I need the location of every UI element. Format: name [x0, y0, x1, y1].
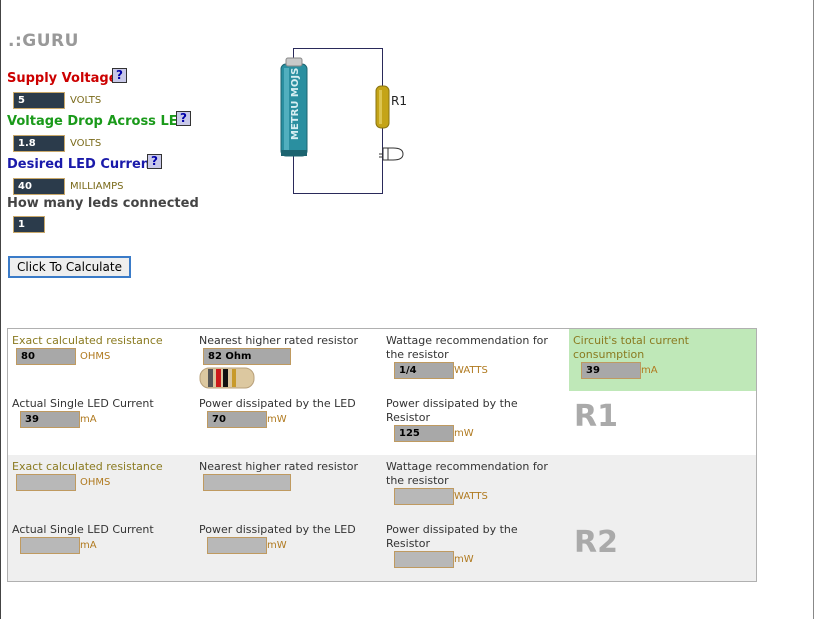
led-current-help-icon[interactable]: ?	[147, 154, 162, 169]
led-current-unit: MILLIAMPS	[70, 181, 124, 192]
calculate-button[interactable]: Click To Calculate	[8, 256, 131, 278]
r1-led-current-unit: mA	[80, 414, 97, 425]
led-count-label: How many leds connected	[7, 196, 199, 211]
r1-wattage-label-line2: the resistor	[386, 348, 449, 361]
r2-led-power-label: Power dissipated by the LED	[199, 523, 356, 536]
app-logo: .:GURU	[8, 31, 79, 51]
r2-wattage-field[interactable]	[394, 488, 454, 505]
r1-resistor-power-unit: mW	[454, 428, 474, 439]
total-current-unit: mA	[641, 365, 658, 376]
total-current-label-line2: consumption	[573, 348, 645, 361]
r1-led-power-unit: mW	[267, 414, 287, 425]
r1-wattage-unit: WATTS	[454, 365, 488, 376]
r1-wattage-field[interactable]: 1/4	[394, 362, 454, 379]
r2-led-current-label: Actual Single LED Current	[12, 523, 154, 536]
r2-led-power-unit: mW	[267, 540, 287, 551]
r2-led-current-unit: mA	[80, 540, 97, 551]
r1-led-current-field[interactable]: 39	[20, 411, 80, 428]
led-icon	[379, 147, 404, 161]
r2-resistor-power-label-line1: Power dissipated by the	[386, 523, 518, 536]
battery-brand-text: METRU MOJS	[290, 68, 301, 140]
r2-nearest-resistor-field[interactable]	[203, 474, 291, 491]
r2-wattage-label-line1: Wattage recommendation for	[386, 460, 548, 473]
circuit-resistor-label: R1	[391, 94, 407, 108]
r2-section	[8, 455, 756, 581]
r2-resistor-power-label-line2: Resistor	[386, 537, 430, 550]
circuit-diagram: METRU MOJS R1	[280, 48, 407, 194]
resistor-color-code-icon	[199, 367, 255, 389]
total-current-field[interactable]: 39	[581, 362, 641, 379]
supply-voltage-label: Supply Voltage	[7, 71, 118, 86]
led-current-label: Desired LED Current	[7, 157, 157, 172]
supply-voltage-help-icon[interactable]: ?	[112, 68, 127, 83]
total-current-label-line1: Circuit's total current	[573, 334, 689, 347]
r2-nearest-resistor-label: Nearest higher rated resistor	[199, 460, 359, 473]
r1-resistor-power-field[interactable]: 125	[394, 425, 454, 442]
r2-resistor-power-field[interactable]	[394, 551, 454, 568]
voltage-drop-label: Voltage Drop Across LED	[7, 114, 189, 129]
r1-nearest-resistor-label: Nearest higher rated resistor	[199, 334, 359, 347]
r1-exact-resistance-field[interactable]: 80	[16, 348, 76, 365]
r2-led-current-field[interactable]	[20, 537, 80, 554]
r1-led-current-label: Actual Single LED Current	[12, 397, 154, 410]
r1-nearest-resistor-field[interactable]: 82 Ohm	[203, 348, 291, 365]
led-current-input[interactable]: 40	[13, 178, 65, 195]
r2-exact-resistance-unit: OHMS	[80, 477, 111, 488]
supply-voltage-unit: VOLTS	[70, 95, 102, 106]
total-current-highlight	[569, 329, 756, 391]
r1-resistor-power-label-line1: Power dissipated by the	[386, 397, 518, 410]
voltage-drop-help-icon[interactable]: ?	[176, 111, 191, 126]
voltage-drop-unit: VOLTS	[70, 138, 102, 149]
r1-section-label: R1	[574, 399, 618, 434]
supply-voltage-input[interactable]: 5	[13, 92, 65, 109]
r1-exact-resistance-label: Exact calculated resistance	[12, 334, 163, 347]
r2-exact-resistance-field[interactable]	[16, 474, 76, 491]
r1-resistor-power-label-line2: Resistor	[386, 411, 430, 424]
r2-resistor-power-unit: mW	[454, 554, 474, 565]
r1-led-power-field[interactable]: 70	[207, 411, 267, 428]
r1-wattage-label-line1: Wattage recommendation for	[386, 334, 548, 347]
r2-wattage-unit: WATTS	[454, 491, 488, 502]
voltage-drop-input[interactable]: 1.8	[13, 135, 65, 152]
window-right-border	[813, 0, 814, 619]
r1-exact-resistance-unit: OHMS	[80, 351, 111, 362]
r2-led-power-field[interactable]	[207, 537, 267, 554]
resistor-icon	[375, 85, 390, 129]
r2-exact-resistance-label: Exact calculated resistance	[12, 460, 163, 473]
r1-led-power-label: Power dissipated by the LED	[199, 397, 356, 410]
r2-wattage-label-line2: the resistor	[386, 474, 449, 487]
window-left-border	[0, 0, 1, 619]
battery-icon: METRU MOJS	[280, 57, 308, 157]
led-count-input[interactable]: 1	[13, 216, 45, 233]
r2-section-label: R2	[574, 525, 618, 560]
results-panel: Exact calculated resistance 80 OHMS Near…	[7, 328, 757, 582]
